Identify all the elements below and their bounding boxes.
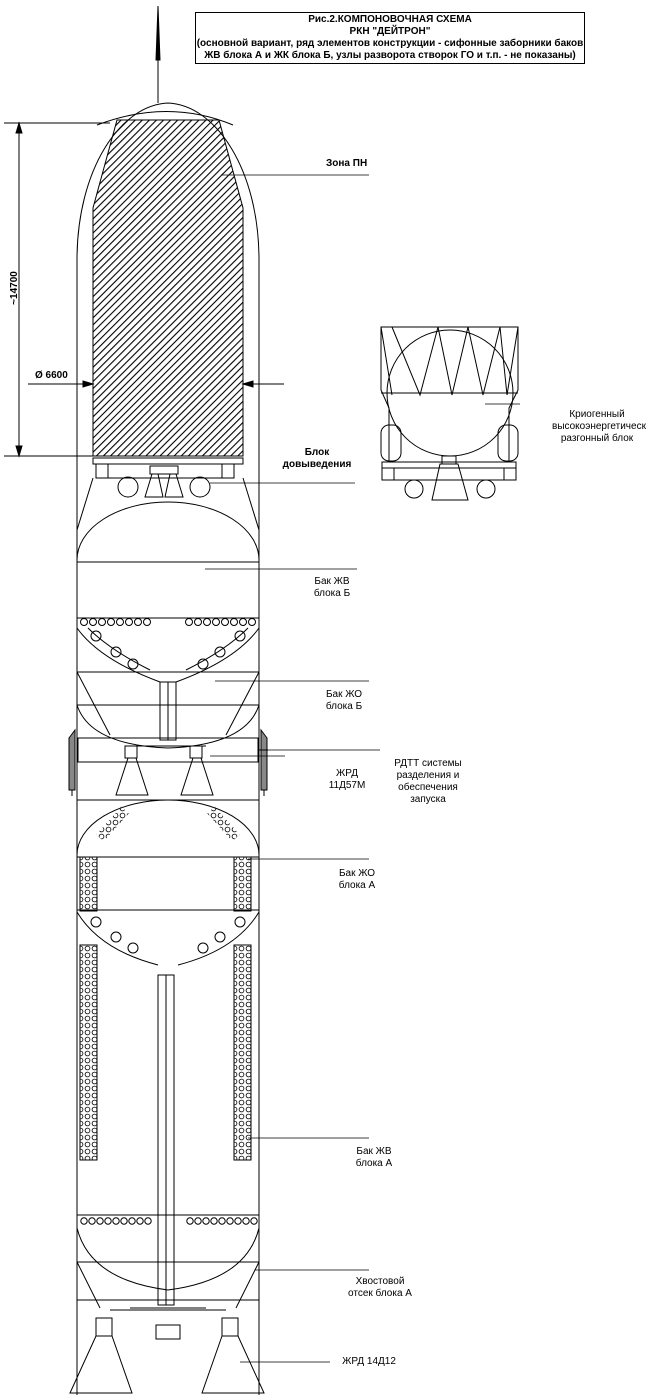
label-engine-a: ЖРД 14Д12 — [342, 1356, 396, 1367]
upper-stage-block — [76, 457, 260, 531]
label-tank-lh-a: Бак ЖВ блока А — [355, 1146, 393, 1169]
diameter-dimension-label: Ø 6600 — [35, 370, 68, 381]
tank-lox-block-b — [76, 671, 260, 749]
label-upper-stage: Блок довыведения — [282, 447, 352, 470]
srm-separation-motors — [68, 728, 268, 796]
tank-lox-block-a — [76, 799, 260, 1395]
label-tank-lox-a: Бак ЖО блока А — [338, 868, 376, 891]
label-payload-zone: Зона ПН — [326, 158, 368, 169]
label-srm: РДТТ системы разделения и обеспечения за… — [394, 758, 462, 805]
figure-title-box: Рис.2.КОМПОНОВОЧНАЯ СХЕМА РКН "ДЕЙТРОН" … — [195, 12, 585, 64]
label-cryo-stage: Криогенный высокоэнергетический разгонны… — [552, 409, 646, 444]
figure-title-line-4: ЖВ блока А и ЖК блока Б, узлы разворота … — [204, 50, 576, 61]
tank-lh-block-a — [76, 944, 260, 1306]
label-tank-lh-b: Бак ЖВ блока Б — [313, 576, 351, 599]
figure-title-line-1: Рис.2.КОМПОНОВОЧНАЯ СХЕМА — [308, 14, 472, 25]
figure-title-line-3: (основной вариант, ряд элементов констру… — [196, 38, 584, 49]
height-dimension-label: ~14700 — [9, 271, 20, 305]
payload-zone-hatched — [92, 119, 244, 457]
label-tank-lox-b: Бак ЖО блока Б — [325, 689, 363, 712]
label-tail-a: Хвостовой отсек блока А — [348, 1276, 412, 1299]
antenna-spire — [155, 5, 161, 103]
engines-block-a — [69, 1317, 265, 1394]
tail-section-block-a — [76, 1261, 260, 1340]
leader-lines — [205, 174, 520, 1363]
label-engine-b: ЖРД 11Д57М — [328, 768, 366, 791]
diameter-dimension-line — [28, 380, 284, 388]
ring-bolts-b — [80, 618, 256, 626]
cryogenic-upper-stage — [380, 326, 519, 501]
engines-block-b — [77, 737, 259, 801]
figure-title-line-2: РКН "ДЕЙТРОН" — [349, 26, 431, 37]
height-dimension-line — [4, 121, 110, 458]
tank-lh-block-b — [76, 501, 260, 800]
